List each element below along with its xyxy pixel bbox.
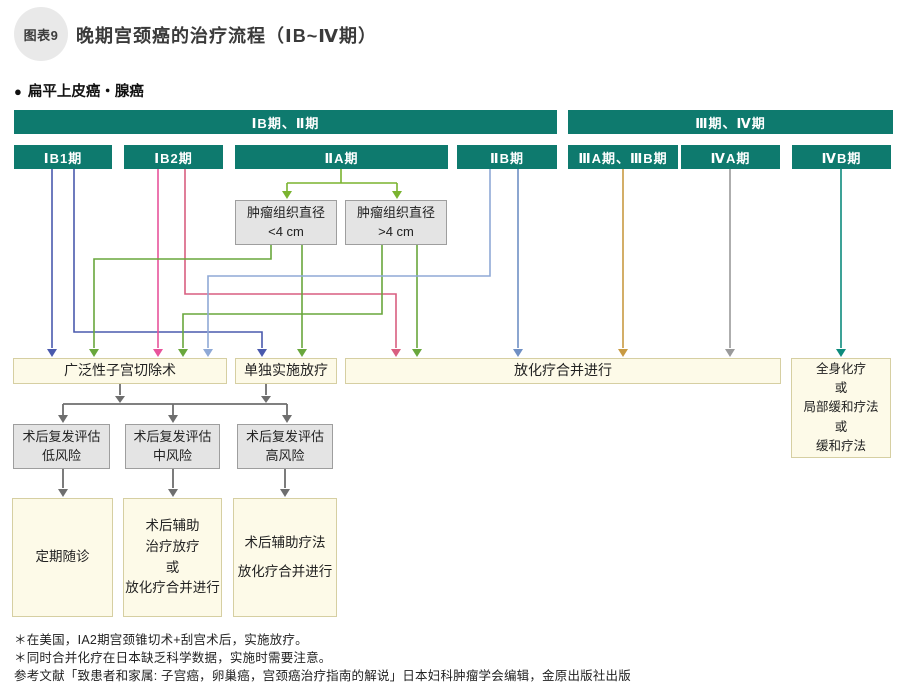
connector-lt4cm-radiotherapy [297, 245, 307, 357]
outcome-followup-line: 定期随诊 [35, 549, 90, 565]
stage-iva: ⅣA期 [681, 145, 780, 169]
outcome-adjuvant-chemoradio: 术后辅助疗法 放化疗合并进行 [233, 498, 337, 617]
risk-low-line1: 术后复发评估 [22, 428, 101, 444]
local-palliative-line: 局部缓和疗法 [803, 400, 879, 415]
stage-iiia-iiib: ⅢA期、ⅢB期 [568, 145, 678, 169]
connector-iva-chemoradio [725, 169, 735, 357]
stage-iia: ⅡA期 [235, 145, 448, 169]
stage-ib2: ⅠB2期 [124, 145, 223, 169]
risk-low-line2: 低风险 [41, 447, 81, 463]
risk-medium-line2: 中风险 [152, 447, 192, 463]
outcome2-line3: 或 [165, 559, 180, 575]
footnote-1: ＊在美国，ⅠA2期宫颈锥切术+刮宫术后，实施放疗。 [14, 633, 308, 647]
footnote-2: ＊同时合并化疗在日本缺乏科学数据，实施时需要注意。 [14, 651, 332, 665]
outcome3-line2: 放化疗合并进行 [237, 563, 333, 579]
connector-risk-outcomes [58, 469, 290, 497]
tumor-size-gt4cm-line1: 肿瘤组织直径 [356, 204, 435, 220]
connector-iib-chemoradio [513, 169, 523, 357]
page-title: 晚期宫颈癌的治疗流程（ⅠB~Ⅳ期） [76, 26, 377, 46]
outcome3-line1: 术后辅助疗法 [244, 535, 326, 551]
risk-high: 术后复发评估 高风险 [237, 424, 333, 469]
connector-iiiab-chemoradio [618, 169, 628, 357]
group-header-iii-iv: Ⅲ期、Ⅳ期 [568, 110, 893, 134]
tumor-size-lt4cm-line2: <4 cm [268, 223, 304, 239]
tumor-size-lt4cm: 肿瘤组织直径 <4 cm [235, 200, 337, 245]
connector-iia-split [282, 169, 402, 199]
outcome2-line2: 治疗放疗 [145, 538, 200, 554]
figure-badge-label: 图表9 [23, 27, 59, 43]
treatment-radiotherapy-alone: 单独实施放疗 [235, 358, 337, 384]
risk-medium: 术后复发评估 中风险 [125, 424, 220, 469]
connector-risk-junction [58, 384, 292, 423]
risk-low: 术后复发评估 低风险 [13, 424, 110, 469]
connector-lt4cm-surgery [89, 245, 272, 357]
connector-iib-surgery [203, 169, 491, 357]
section-label: 扁平上皮癌・腺癌 [27, 84, 144, 100]
bullet-icon: ● [14, 84, 22, 99]
footnote-reference: 参考文献「致患者和家属: 子宫癌，卵巢癌，宫颈癌治疗指南的解说」日本妇科肿瘤学会… [14, 669, 631, 683]
stage-iib: ⅡB期 [457, 145, 557, 169]
group-header-ib-ii: ⅠB期、Ⅱ期 [14, 110, 557, 134]
connector-ib2-chemoradio [184, 169, 401, 357]
connector-gt4cm-chemoradio [412, 245, 422, 357]
stage-ib1: ⅠB1期 [14, 145, 112, 169]
or-line: 或 [834, 380, 848, 395]
tumor-size-gt4cm-line2: >4 cm [378, 223, 414, 239]
treatment-radical-hysterectomy: 广泛性子宫切除术 [13, 358, 227, 384]
or-line: 或 [834, 419, 848, 434]
risk-high-line2: 高风险 [265, 447, 305, 463]
outcome-adjuvant-radio-or-chemoradio: 术后辅助 治疗放疗 或 放化疗合并进行 [123, 498, 222, 617]
tumor-size-lt4cm-line1: 肿瘤组织直径 [246, 204, 325, 220]
outcome-regular-followup: 定期随诊 [12, 498, 113, 617]
outcome2-line1: 术后辅助 [145, 517, 200, 533]
stage-ivb: ⅣB期 [792, 145, 891, 169]
systemic-line: 全身化疗 [815, 361, 866, 376]
section-heading: ● 扁平上皮癌・腺癌 [14, 80, 144, 101]
connector-ivb-systemic [836, 169, 846, 357]
connector-ib1-surgery [47, 169, 57, 357]
figure-badge: 图表9 [14, 7, 68, 61]
risk-high-line1: 术后复发评估 [245, 428, 324, 444]
risk-medium-line1: 术后复发评估 [133, 428, 212, 444]
palliative-line: 缓和疗法 [815, 439, 866, 454]
outcome2-line4: 放化疗合并进行 [125, 580, 220, 596]
treatment-systemic-or-palliative: 全身化疗 或 局部缓和疗法 或 缓和疗法 [791, 358, 891, 458]
treatment-chemoradiotherapy: 放化疗合并进行 [345, 358, 781, 384]
connector-gt4cm-surgery [178, 245, 383, 357]
connector-ib1-radiotherapy [73, 169, 267, 357]
connector-ib2-surgery [153, 169, 163, 357]
tumor-size-gt4cm: 肿瘤组织直径 >4 cm [345, 200, 447, 245]
